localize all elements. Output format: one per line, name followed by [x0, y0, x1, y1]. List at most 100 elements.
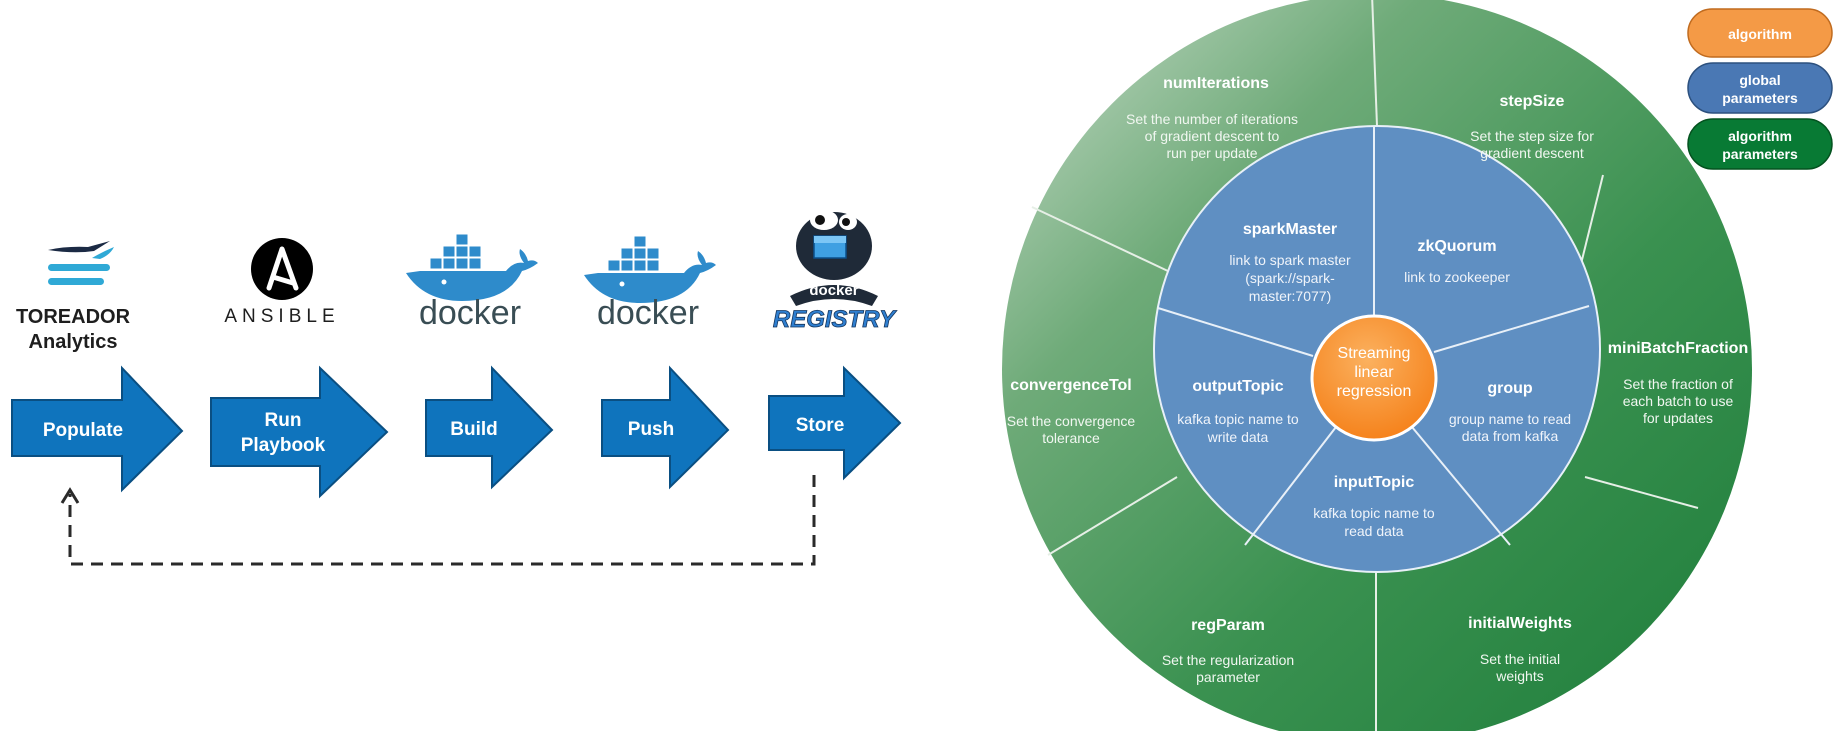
legend-label: algorithm: [1728, 26, 1792, 42]
inner-divider-line: [1433, 305, 1590, 353]
toreador-icon: [48, 241, 114, 285]
segment-name: group: [1487, 380, 1533, 397]
step-label: Populate: [43, 420, 123, 441]
legend-label: parameters: [1722, 146, 1798, 162]
outer-segment-numiterations: numIterations Set the number of iteratio…: [1126, 75, 1298, 161]
step-label: Store: [796, 415, 845, 436]
registry-wordmark: REGISTRY: [773, 306, 897, 333]
inner-divider-line: [1244, 426, 1337, 546]
feedback-loop-arrow: [60, 475, 816, 566]
inner-dividers: [1157, 126, 1590, 546]
segment-desc: link to zookeeper: [1404, 269, 1510, 285]
center-hub: [1310, 314, 1438, 442]
inner-segment-group: group group name to read data from kafka: [1449, 380, 1571, 444]
legend-item-global-parameters: global parameters: [1687, 62, 1833, 114]
segment-desc: link to spark master: [1229, 252, 1351, 268]
inner-divider-line: [1411, 426, 1511, 546]
segment-desc: kafka topic name to: [1313, 505, 1435, 521]
step-label: Push: [628, 419, 674, 440]
legend-label: algorithm: [1728, 128, 1792, 144]
inner-segment-sparkmaster: sparkMaster link to spark master (spark:…: [1229, 221, 1351, 304]
segment-desc: write data: [1207, 429, 1269, 445]
docker-logo-push: docker: [584, 235, 716, 332]
outer-segment-stepsize: stepSize Set the step size for gradient …: [1470, 93, 1594, 161]
outer-segment-initialweights: initialWeights Set the initial weights: [1468, 615, 1572, 684]
docker-logo-build: docker: [406, 233, 538, 332]
segment-desc: master:7077): [1249, 288, 1331, 304]
docker-wordmark: docker: [419, 294, 521, 332]
registry-mascot-icon: [796, 210, 872, 280]
segment-desc: each batch to use: [1623, 393, 1734, 409]
toreador-subtitle: Analytics: [29, 331, 118, 353]
outer-divider-line: [1031, 206, 1171, 273]
segment-desc: for updates: [1643, 410, 1713, 426]
outer-segment-convergencetol: convergenceTol Set the convergence toler…: [1007, 377, 1136, 446]
legend-item-algorithm-parameters: algorithm parameters: [1687, 118, 1833, 170]
center-label: linear: [1354, 364, 1394, 381]
center-label: regression: [1337, 383, 1412, 400]
outer-divider-line: [1578, 174, 1604, 273]
segment-name: zkQuorum: [1417, 238, 1496, 255]
docker-whale-icon: [406, 233, 538, 301]
parameter-wheel: Streaming linear regression sparkMaster …: [1002, 0, 1752, 731]
segment-name: sparkMaster: [1243, 221, 1337, 238]
segment-desc: Set the convergence: [1007, 413, 1136, 429]
segment-name: stepSize: [1500, 93, 1565, 110]
outer-segment-regparam: regParam Set the regularization paramete…: [1162, 617, 1294, 685]
step-arrow-store: Store: [768, 365, 902, 481]
inner-segment-zkquorum: zkQuorum link to zookeeper: [1404, 238, 1510, 285]
inner-segment-outputtopic: outputTopic kafka topic name to write da…: [1177, 378, 1299, 445]
segment-desc: (spark://spark-: [1245, 270, 1335, 286]
legend-item-algorithm: algorithm: [1687, 8, 1833, 58]
center-label: Streaming: [1338, 345, 1411, 362]
ansible-wordmark: ANSIBLE: [224, 306, 339, 327]
segment-desc: weights: [1495, 668, 1543, 684]
ansible-icon: [251, 238, 313, 300]
step-label: Run: [265, 410, 302, 431]
segment-name: miniBatchFraction: [1608, 340, 1748, 357]
segment-desc: read data: [1344, 523, 1403, 539]
segment-desc: Set the step size for: [1470, 128, 1594, 144]
segment-desc: group name to read: [1449, 411, 1571, 427]
segment-desc: Set the initial: [1480, 651, 1560, 667]
docker-registry-logo: docker REGISTRY: [772, 210, 898, 333]
segment-desc: Set the number of iterations: [1126, 111, 1298, 127]
segment-name: numIterations: [1163, 75, 1269, 92]
legend-label: global: [1739, 72, 1780, 88]
segment-desc: Set the fraction of: [1623, 376, 1733, 392]
toreador-name: TOREADOR: [16, 306, 131, 328]
outer-divider-line: [1047, 476, 1178, 556]
inner-divider-line: [1157, 307, 1314, 357]
segment-desc: parameter: [1196, 669, 1260, 685]
step-label: Playbook: [241, 435, 326, 456]
step-arrow-run-playbook: Run Playbook: [210, 365, 389, 499]
registry-badge: docker: [809, 282, 858, 299]
outer-segment-minibatchfraction: miniBatchFraction Set the fraction of ea…: [1608, 340, 1748, 426]
segment-name: convergenceTol: [1010, 377, 1132, 394]
segment-desc: data from kafka: [1462, 428, 1559, 444]
docker-wordmark: docker: [597, 294, 699, 332]
segment-desc: kafka topic name to: [1177, 411, 1299, 427]
segment-desc: tolerance: [1042, 430, 1100, 446]
legend-label: parameters: [1722, 90, 1798, 106]
legend: algorithm global parameters algorithm pa…: [1687, 8, 1833, 170]
outer-divider-line: [1584, 476, 1699, 509]
outer-dividers: [1031, 0, 1699, 731]
inner-segment-inputtopic: inputTopic kafka topic name to read data: [1313, 474, 1435, 539]
ansible-logo: ANSIBLE: [224, 238, 339, 327]
segment-name: regParam: [1191, 617, 1265, 634]
segment-desc: Set the regularization: [1162, 652, 1294, 668]
segment-name: outputTopic: [1192, 378, 1283, 395]
segment-desc: of gradient descent to: [1145, 128, 1280, 144]
segment-name: inputTopic: [1334, 474, 1415, 491]
docker-whale-icon: [584, 235, 716, 303]
segment-desc: run per update: [1166, 145, 1257, 161]
segment-desc: gradient descent: [1480, 145, 1584, 161]
step-arrow-populate: Populate: [11, 365, 184, 493]
step-label: Build: [450, 419, 498, 440]
outer-divider-line: [1371, 0, 1378, 127]
step-arrow-build: Build: [425, 365, 554, 490]
step-arrow-push: Push: [601, 365, 730, 490]
toreador-logo: TOREADOR Analytics: [16, 241, 131, 353]
